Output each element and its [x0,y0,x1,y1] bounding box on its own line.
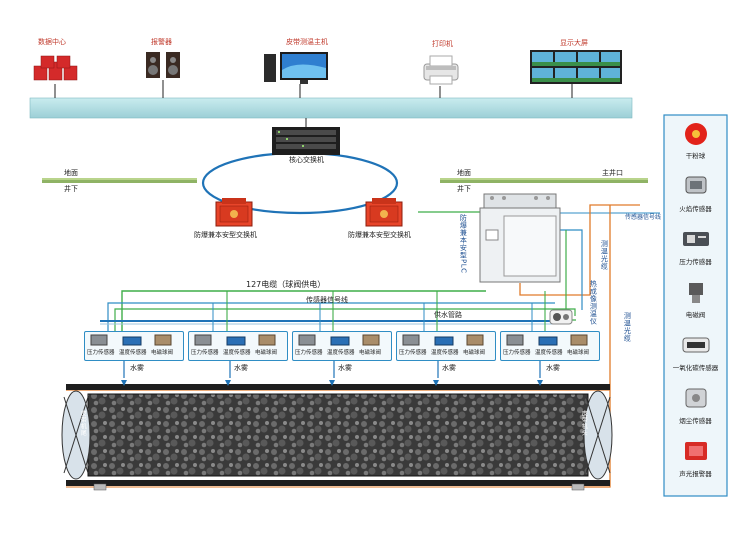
legend-label: 火焰传感器 [679,205,712,213]
top-device-label-video-wall: 显示大屏 [560,39,588,47]
ground-label-main-shaft: 主井口 [602,169,623,177]
explosion-proof-switch-left [214,196,254,228]
network-bus [29,97,633,119]
plc-signal-label: 传感器信号线 [625,214,662,221]
flame-sensor-icon [680,173,712,201]
sensor-item-label: 压力传感器 [503,350,531,356]
sensor-item-label: 压力传感器 [191,350,219,356]
video-wall-icon [530,50,622,84]
smoke-sensor-icon [680,385,712,413]
core-switch-icon [272,127,340,155]
workstation-computer-icon [262,50,332,86]
pressure-sensor-icon [680,226,712,254]
sensor-group: 压力传感器温度传感器电磁球阀 [396,331,496,361]
top-device-label-host: 皮带测温主机 [286,38,328,46]
sensor-item-label: 电磁球阀 [463,350,486,356]
plc-cabinet-icon [478,190,562,284]
water-mist-nozzle-icon [224,372,232,386]
core-switch-label: 核心交换机 [289,156,324,164]
sensor-item-label: 电磁球阀 [567,350,590,356]
top-device-label-alarm: 报警器 [151,38,172,46]
ground-label-left-surface: 地面 [64,169,78,177]
plc-fiber-label: 测温光缆 [600,240,609,270]
water-mist-label: 水雾 [442,364,456,372]
power-cable-label: 127电缆（球阀供电） [246,280,326,289]
solenoid-valve-icon [680,279,712,307]
sensor-item-label: 压力传感器 [87,350,115,356]
explosion-proof-switch-right [364,196,404,228]
signal-line-label: 传感器信号线 [306,296,348,304]
sound-light-alarm-icon [680,438,712,466]
power-cable [121,290,486,346]
top-device-label-printer: 打印机 [432,40,453,48]
legend-label: 声光报警器 [679,470,712,478]
sensor-group: 压力传感器温度传感器电磁球阀 [292,331,392,361]
sensor-item-label: 温度传感器 [119,350,147,356]
sensor-item-label: 温度传感器 [223,350,251,356]
conveyor-head-label: 皮带机头 [580,410,588,436]
thermal-imager-label: 热成像测温仪 [589,280,598,325]
switch-label-left: 防爆兼本安型交换机 [194,231,257,239]
bottom-fiber-label: 测温光缆 [623,312,632,342]
ground-label-right-underground: 井下 [457,185,471,193]
water-mist-nozzle-icon [120,372,128,386]
fiber-cable [519,204,640,296]
water-mist-label: 水雾 [234,364,248,372]
data-center-icon [30,52,80,82]
sensor-group: 压力传感器温度传感器电磁球阀 [500,331,600,361]
water-mist-nozzle-icon [328,372,336,386]
sensor-item-label: 电磁球阀 [255,350,278,356]
ground-label-right-surface: 地面 [457,169,471,177]
sensor-item-label: 电磁球阀 [359,350,382,356]
water-mist-nozzle-icon [536,372,544,386]
legend-label: 压力传感器 [679,258,712,266]
printer-icon [420,52,462,86]
ground-label-left-underground: 井下 [64,185,78,193]
ground-strip-right [440,178,648,183]
co-sensor-icon [680,332,712,360]
legend-label: 一氧化碳传感器 [672,364,719,372]
ground-strip-left [42,178,197,183]
water-mist-label: 水雾 [546,364,560,372]
thermal-imager-icon [548,306,574,328]
sensor-item-label: 压力传感器 [295,350,323,356]
water-mist-label: 水雾 [338,364,352,372]
sensor-item-label: 温度传感器 [327,350,355,356]
sensor-group: 压力传感器温度传感器电磁球阀 [84,331,184,361]
legend-label: 电磁阀 [685,311,706,319]
speaker-alarm-icon [143,48,183,80]
dry-powder-ball-icon [680,120,712,148]
legend-label: 烟尘传感器 [679,417,712,425]
conveyor-tail-label: 皮带机尾 [79,410,87,436]
conveyor-belt-coal [88,394,588,476]
water-pipe-label: 供水管路 [434,311,462,319]
legend-label: 干粉球 [685,152,706,160]
sensor-item-label: 压力传感器 [399,350,427,356]
switch-label-right: 防爆兼本安型交换机 [348,231,411,239]
sensor-item-label: 电磁球阀 [151,350,174,356]
sensor-item-label: 温度传感器 [431,350,459,356]
top-device-label-data-center: 数据中心 [38,38,66,46]
water-mist-label: 水雾 [130,364,144,372]
sensor-group: 压力传感器温度传感器电磁球阀 [188,331,288,361]
sensor-item-label: 温度传感器 [535,350,563,356]
water-mist-nozzle-icon [432,372,440,386]
conveyor-frame [66,384,610,390]
plc-label: 防爆兼本安型PLC [459,214,468,274]
